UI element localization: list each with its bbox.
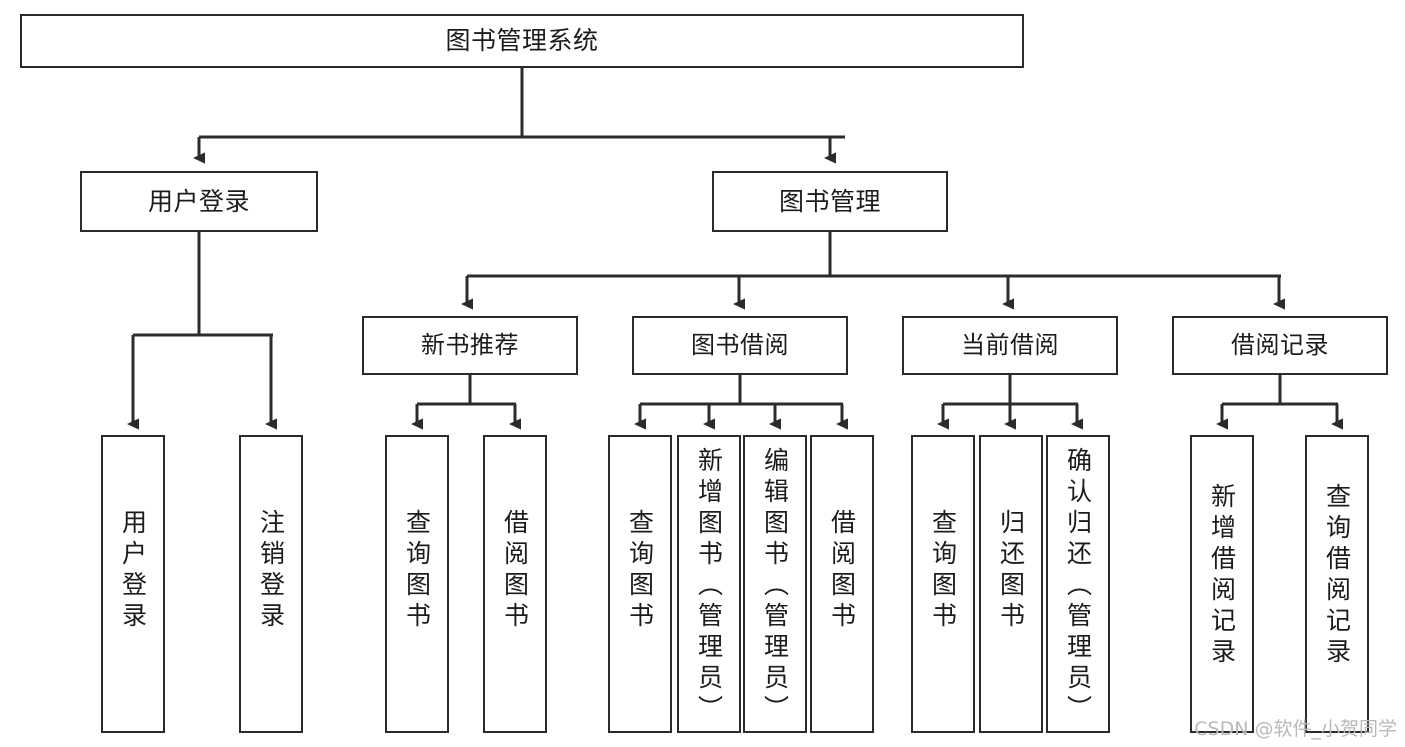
node-label: 查询图书	[402, 509, 432, 633]
node-label: 查询图书	[928, 509, 958, 633]
node-book-borrow[interactable]: 图书借阅	[632, 316, 848, 375]
leaf-return-book[interactable]: 归还图书	[979, 435, 1043, 733]
node-borrow-record[interactable]: 借阅记录	[1172, 316, 1388, 375]
node-current-borrow[interactable]: 当前借阅	[902, 316, 1118, 375]
leaf-confirm-return-admin[interactable]: 确认归还（管理员）	[1046, 435, 1110, 733]
leaf-query-borrow-record[interactable]: 查询借阅记录	[1305, 435, 1369, 733]
node-label: 用户登录	[118, 509, 148, 633]
leaf-logout[interactable]: 注销登录	[239, 435, 303, 733]
node-label: 查询借阅记录	[1322, 483, 1352, 669]
leaf-edit-book-admin[interactable]: 编辑图书（管理员）	[743, 435, 807, 733]
node-label: 编辑图书（管理员）	[760, 447, 790, 726]
leaf-query-book-current[interactable]: 查询图书	[911, 435, 975, 733]
node-label: 借阅图书	[500, 509, 530, 633]
leaf-borrow-book-recommend[interactable]: 借阅图书	[483, 435, 547, 733]
node-label: 新书推荐	[421, 331, 519, 360]
node-label: 归还图书	[996, 509, 1026, 633]
node-label: 当前借阅	[961, 331, 1059, 360]
node-label: 查询图书	[625, 509, 655, 633]
node-label: 新增借阅记录	[1207, 483, 1237, 669]
leaf-user-login[interactable]: 用户登录	[101, 435, 165, 733]
leaf-query-book[interactable]: 查询图书	[608, 435, 672, 733]
node-book-management[interactable]: 图书管理	[712, 171, 948, 232]
node-label: 图书借阅	[691, 331, 789, 360]
node-label: 图书管理系统	[445, 26, 599, 56]
node-label: 确认归还（管理员）	[1063, 447, 1093, 726]
leaf-query-book-recommend[interactable]: 查询图书	[385, 435, 449, 733]
watermark: CSDN @软件_小贺同学	[1194, 718, 1397, 740]
node-root-book-management-system[interactable]: 图书管理系统	[20, 14, 1024, 68]
node-label: 用户登录	[147, 186, 250, 216]
node-label: 新增图书（管理员）	[694, 447, 724, 726]
leaf-add-borrow-record[interactable]: 新增借阅记录	[1190, 435, 1254, 733]
node-label: 注销登录	[256, 509, 286, 633]
leaf-add-book-admin[interactable]: 新增图书（管理员）	[677, 435, 741, 733]
node-label: 借阅记录	[1231, 331, 1329, 360]
node-label: 借阅图书	[827, 509, 857, 633]
node-label: 图书管理	[778, 186, 881, 216]
node-user-login[interactable]: 用户登录	[80, 171, 318, 232]
leaf-borrow-book[interactable]: 借阅图书	[810, 435, 874, 733]
node-new-book-recommend[interactable]: 新书推荐	[362, 316, 578, 375]
